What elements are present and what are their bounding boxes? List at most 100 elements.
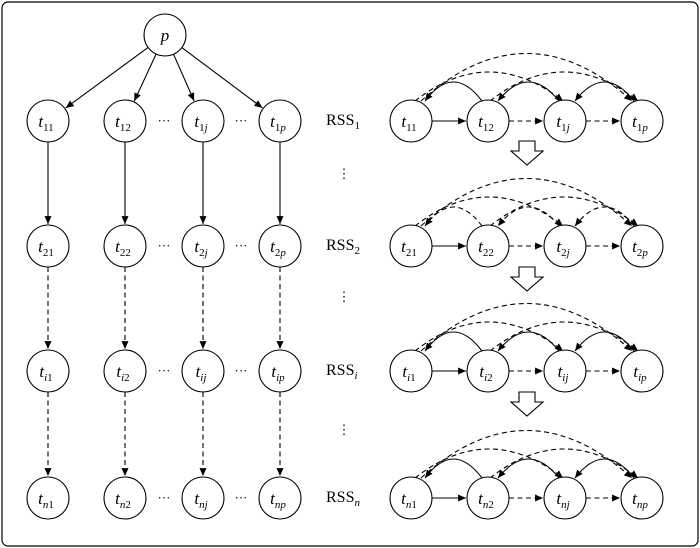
seq-node-12 [466,99,510,143]
seq-arc-1-32 [574,206,635,227]
tree-ellipsis-a-0: ··· [158,113,171,128]
tree-node-n1 [26,476,70,520]
seq-node-np [620,476,664,520]
seq-arc-1-21 [497,206,560,227]
tree-ellipsis-a-3: ··· [158,490,171,505]
seq-node-1j-label: t1j [556,112,569,134]
seq-node-nj-label: tnj [556,489,569,511]
tree-node-1p-label: t1p [270,112,286,134]
seq-arc-3-02 [414,448,564,479]
seq-node-i2-label: ti2 [479,362,492,384]
tree-node-22-label: t22 [115,237,131,259]
tree-node-1p [258,99,302,143]
seq-node-22 [466,224,510,268]
tree-node-11 [26,99,70,143]
tree-node-ip-label: tip [271,362,285,384]
seq-arc-3-03 [420,430,633,479]
tree-node-np-label: tnp [270,489,286,511]
seq-arc-2-03 [420,303,633,352]
tree-node-2j [181,224,225,268]
seq-arc-0-21 [497,81,560,102]
vertical-ellipsis-2: ⋮ [338,289,351,304]
tree-node-np [258,476,302,520]
rss-label-1: RSS1 [326,112,360,132]
tree-node-11-label: t11 [38,112,53,134]
seq-node-2p-label: t2p [632,237,648,259]
seq-node-n1-label: tn1 [401,489,417,511]
tree-ellipsis-b-3: ··· [235,490,248,505]
rss-label-n: RSSn [326,489,360,509]
seq-arc-3-10 [424,458,483,479]
seq-arc-2-13 [489,321,639,352]
tree-node-1j [181,99,225,143]
tree-node-21-label: t21 [38,237,54,259]
tree-node-2j-label: t2j [194,237,207,259]
tree-node-ip [258,349,302,393]
seq-arc-0-13 [489,71,639,102]
root-edge-3 [181,47,263,109]
tree-node-22 [103,224,147,268]
tree-node-12 [103,99,147,143]
seq-node-2j [543,224,587,268]
tree-ellipsis-b-2: ··· [235,363,248,378]
seq-arc-3-21 [497,458,560,479]
seq-node-11 [389,99,433,143]
seq-arc-0-02 [414,71,564,102]
seq-node-i1-label: ti1 [402,362,415,384]
seq-node-1p [620,99,664,143]
nodes-layer [26,13,664,520]
seq-arc-2-21 [497,331,560,352]
tree-node-n2 [103,476,147,520]
vertical-ellipsis-3: ⋮ [338,422,351,437]
edges-layer [44,46,639,502]
seq-node-22-label: t22 [478,237,494,259]
seq-node-1j [543,99,587,143]
tree-node-i1-label: ti1 [39,362,52,384]
tree-node-i2 [103,349,147,393]
seq-arc-2-10 [424,331,483,352]
seq-node-i2 [466,349,510,393]
seq-node-np-label: tnp [632,489,648,511]
seq-arc-1-02 [414,196,564,227]
seq-node-2j-label: t2j [556,237,569,259]
seq-node-i1 [389,349,433,393]
tree-node-2p [258,224,302,268]
seq-node-11-label: t11 [401,112,416,134]
seq-node-21-label: t21 [401,237,417,259]
seq-node-n2-label: tn2 [478,489,494,511]
tree-ellipsis-b-1: ··· [235,238,248,253]
seq-arc-0-32 [574,81,635,102]
tree-node-ij-label: tij [196,362,207,384]
tree-node-n2-label: tn2 [115,489,131,511]
tree-node-ij [181,349,225,393]
seq-arc-2-32 [574,331,635,352]
seq-arc-1-10 [424,206,483,227]
tree-node-nj [181,476,225,520]
tree-node-n1-label: tn1 [38,489,54,511]
rss-label-i: RSSi [326,362,358,382]
root-edge-2 [172,53,195,102]
transition-arrow-2 [509,266,545,292]
seq-arc-0-10 [424,81,483,102]
tree-node-21 [26,224,70,268]
root-edge-0 [65,46,149,109]
seq-node-n1 [389,476,433,520]
rss-label-2: RSS2 [326,237,360,257]
seq-arc-1-03 [420,178,633,227]
seq-node-ip-label: tip [633,362,647,384]
seq-node-ij-label: tij [558,362,569,384]
seq-arc-2-02 [414,321,564,352]
seq-arc-3-13 [489,448,639,479]
root-edge-1 [133,53,157,102]
seq-arc-3-32 [574,458,635,479]
seq-node-ij [543,349,587,393]
seq-arc-0-03 [420,53,633,102]
seq-node-nj [543,476,587,520]
tree-node-i1 [26,349,70,393]
tree-ellipsis-a-1: ··· [158,238,171,253]
tree-ellipsis-b-0: ··· [235,113,248,128]
root-node [143,13,187,57]
